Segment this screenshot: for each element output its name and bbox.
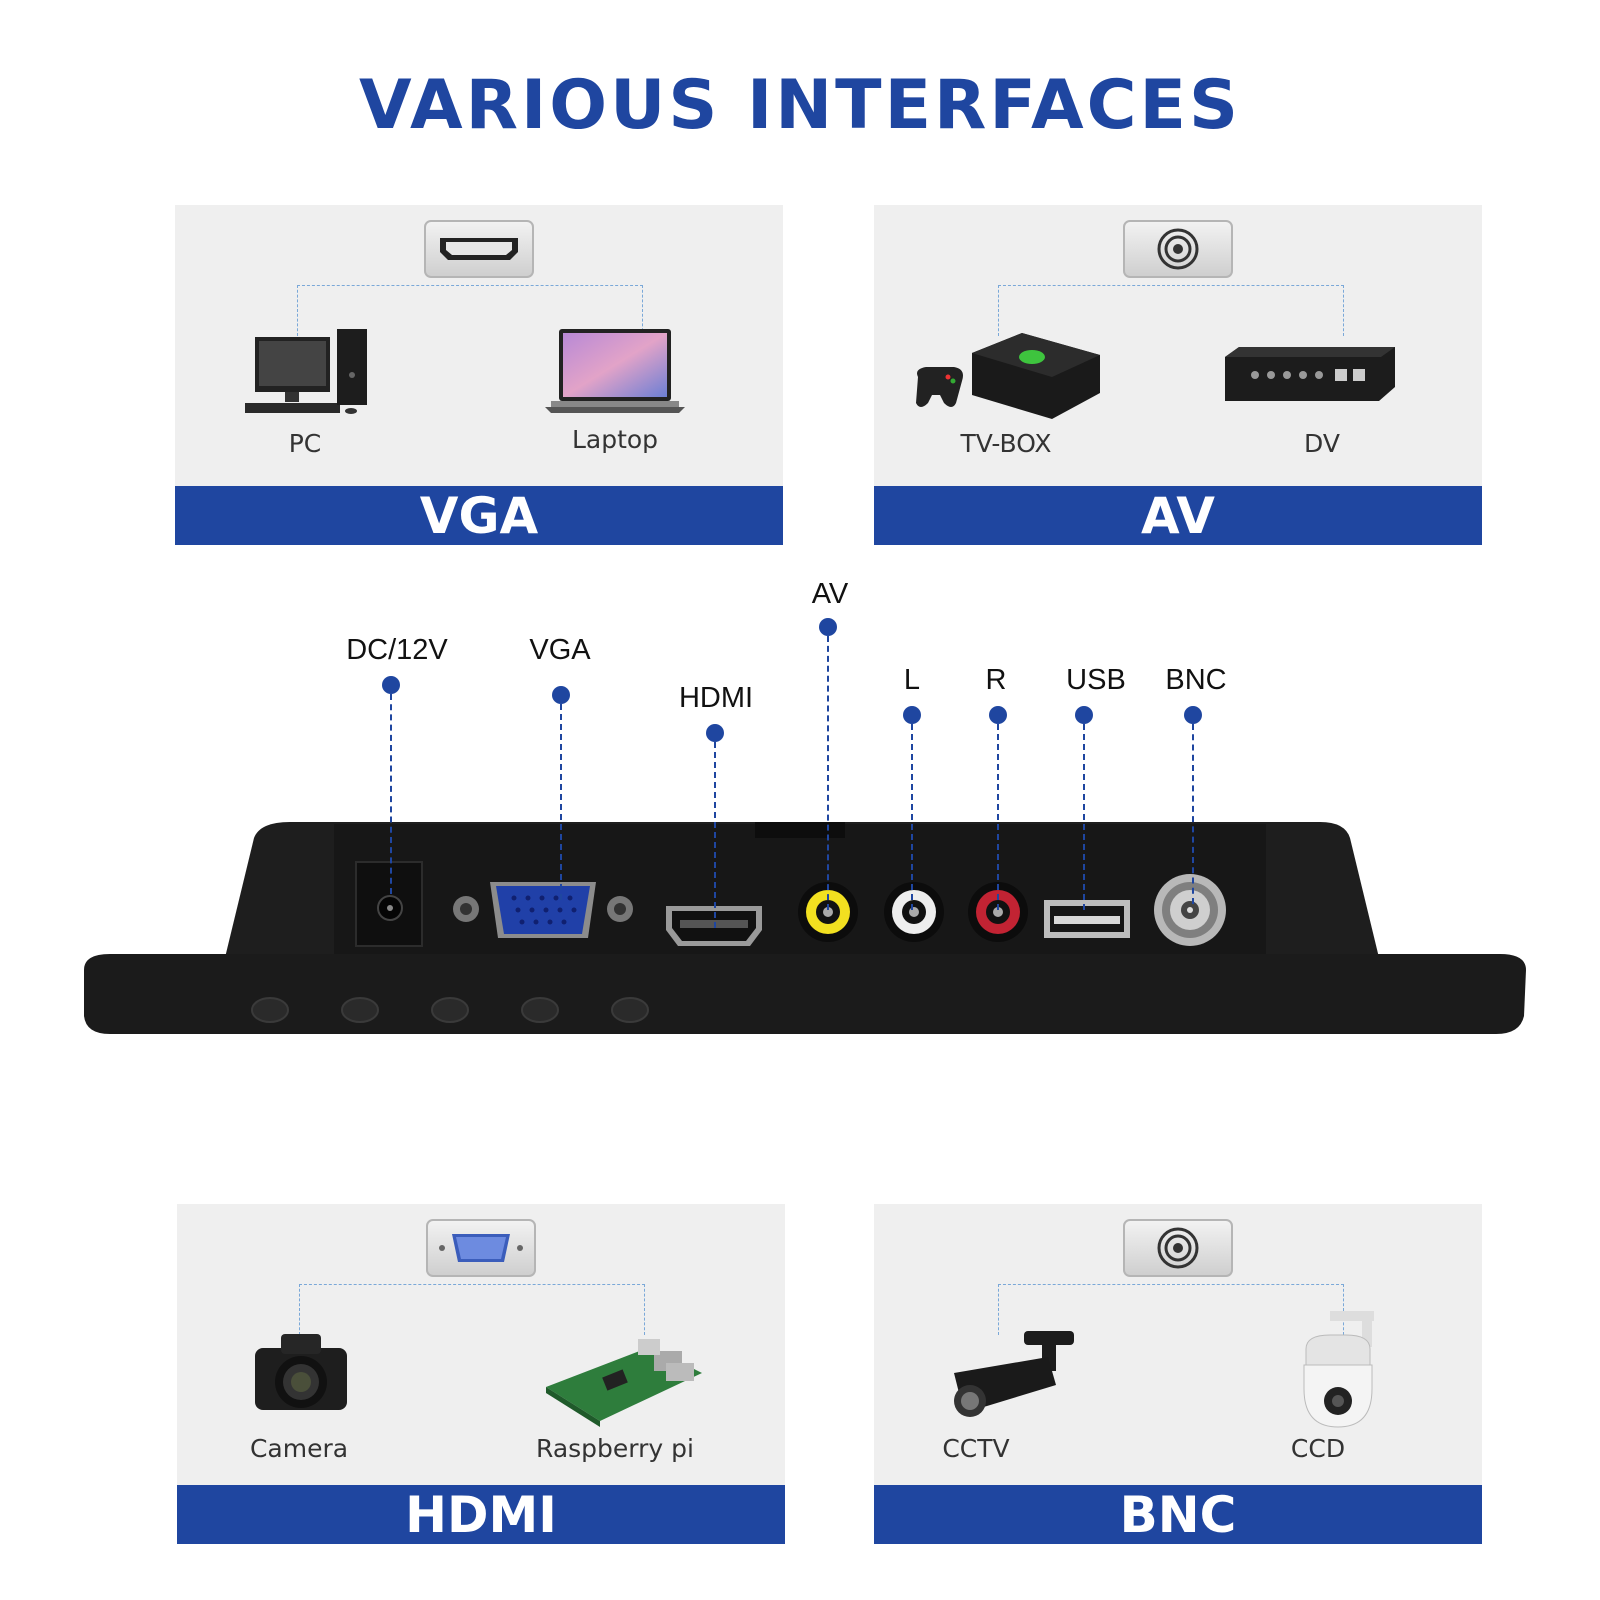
callout-line xyxy=(1192,724,1194,904)
device-label: CCD xyxy=(1290,1434,1346,1463)
cctv-camera-icon xyxy=(954,1331,1074,1417)
card-title: AV xyxy=(874,486,1482,545)
pc-icon xyxy=(245,329,367,414)
audio-l-white-jack-icon xyxy=(884,882,944,942)
port-label-dc: DC/12V xyxy=(346,634,448,666)
device-label: PC xyxy=(288,429,322,458)
callout-line xyxy=(911,724,913,910)
hdmi-port-icon xyxy=(424,220,534,278)
vga-port-icon xyxy=(453,882,633,938)
card-title: HDMI xyxy=(177,1485,785,1544)
bnc-port-icon xyxy=(1123,1219,1233,1277)
callout-dot xyxy=(819,618,837,636)
device-label: Camera xyxy=(249,1434,349,1463)
device-label: DV xyxy=(1304,429,1340,458)
port-label-hdmi: HDMI xyxy=(678,682,754,714)
laptop-icon xyxy=(545,329,685,413)
card-title: VGA xyxy=(175,486,783,545)
usb-port-icon xyxy=(1044,900,1130,938)
callout-dot xyxy=(903,706,921,724)
bnc-connector-icon xyxy=(1154,874,1226,946)
dv-recorder-icon xyxy=(1225,347,1395,401)
callout-dot xyxy=(989,706,1007,724)
vga-port-icon xyxy=(426,1219,536,1277)
card-bnc: CCTV CCD BNC xyxy=(874,1204,1482,1544)
callout-line xyxy=(560,704,562,900)
page-title: VARIOUS INTERFACES xyxy=(359,66,1241,145)
card-title: BNC xyxy=(874,1485,1482,1544)
callout-dot xyxy=(1184,706,1202,724)
device-label: Laptop xyxy=(571,425,659,454)
callout-line xyxy=(714,742,716,928)
callout-dot xyxy=(552,686,570,704)
connector-line xyxy=(998,285,1344,336)
callout-line xyxy=(390,694,392,894)
connector-line xyxy=(299,1284,645,1335)
port-label-vga: VGA xyxy=(529,634,591,666)
port-label-l: L xyxy=(903,664,921,696)
callout-line xyxy=(1083,724,1085,910)
port-label-bnc: BNC xyxy=(1165,664,1227,696)
raspberry-pi-icon xyxy=(546,1339,702,1427)
dc-power-jack-icon xyxy=(355,861,423,947)
callout-line xyxy=(997,724,999,910)
audio-r-red-jack-icon xyxy=(968,882,1028,942)
callout-line xyxy=(827,636,829,910)
callout-dot xyxy=(1075,706,1093,724)
device-label: Raspberry pi xyxy=(536,1434,694,1463)
bnc-port-icon xyxy=(1123,220,1233,278)
camera-icon xyxy=(255,1334,347,1410)
connector-line xyxy=(998,1284,1344,1335)
callout-dot xyxy=(382,676,400,694)
connector-line xyxy=(297,285,643,336)
device-label: CCTV xyxy=(942,1434,1010,1463)
card-vga: PC Laptop VGA xyxy=(175,205,783,545)
ccd-dome-camera-icon xyxy=(1303,1311,1374,1428)
port-label-av: AV xyxy=(811,578,849,610)
av-yellow-jack-icon xyxy=(798,882,858,942)
tv-box-icon xyxy=(916,333,1100,419)
card-av: TV-BOX DV AV xyxy=(874,205,1482,545)
callout-dot xyxy=(706,724,724,742)
port-label-usb: USB xyxy=(1066,664,1126,696)
port-label-r: R xyxy=(985,664,1007,696)
device-label: TV-BOX xyxy=(960,429,1052,458)
card-hdmi: Camera Raspberry pi HDMI xyxy=(177,1204,785,1544)
